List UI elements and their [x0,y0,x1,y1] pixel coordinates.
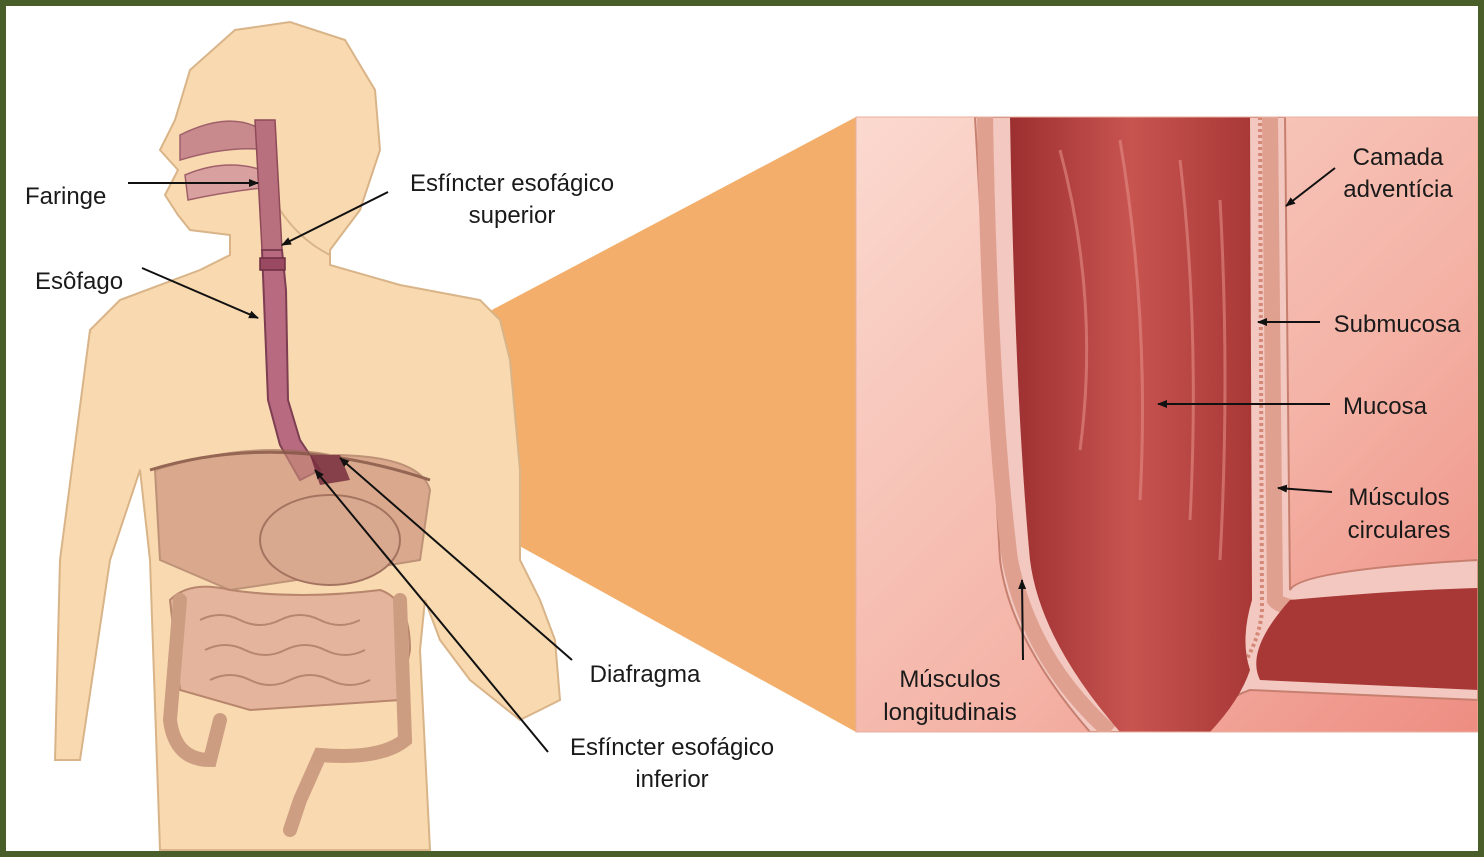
label-mucosa: Mucosa [1343,393,1428,420]
label-camada-line1: Camada [1353,144,1444,171]
label-musc-long-line2: longitudinais [883,699,1016,726]
label-faringe: Faringe [25,183,106,210]
label-camada-line2: adventícia [1343,176,1453,203]
label-musc-circ-line2: circulares [1348,517,1451,544]
label-ees-line2: superior [469,202,556,229]
label-esofago: Esôfago [35,268,123,295]
label-eei-line2: inferior [635,766,708,793]
upper-esophageal-sphincter-ring [260,258,285,270]
esophagus-diagram: Faringe Esôfago Esfíncter esofágico supe… [6,6,1478,851]
label-submucosa: Submucosa [1334,311,1461,338]
label-diafragma: Diafragma [590,661,701,688]
arrow-musc-long [1022,580,1023,660]
label-musc-long-line1: Músculos [899,666,1000,693]
body-silhouette [55,22,560,850]
label-eei-line1: Esfíncter esofágico [570,734,774,761]
label-ees-line1: Esfíncter esofágico [410,170,614,197]
tissue-panel [856,117,1478,732]
label-musc-circ-line1: Músculos [1348,484,1449,511]
